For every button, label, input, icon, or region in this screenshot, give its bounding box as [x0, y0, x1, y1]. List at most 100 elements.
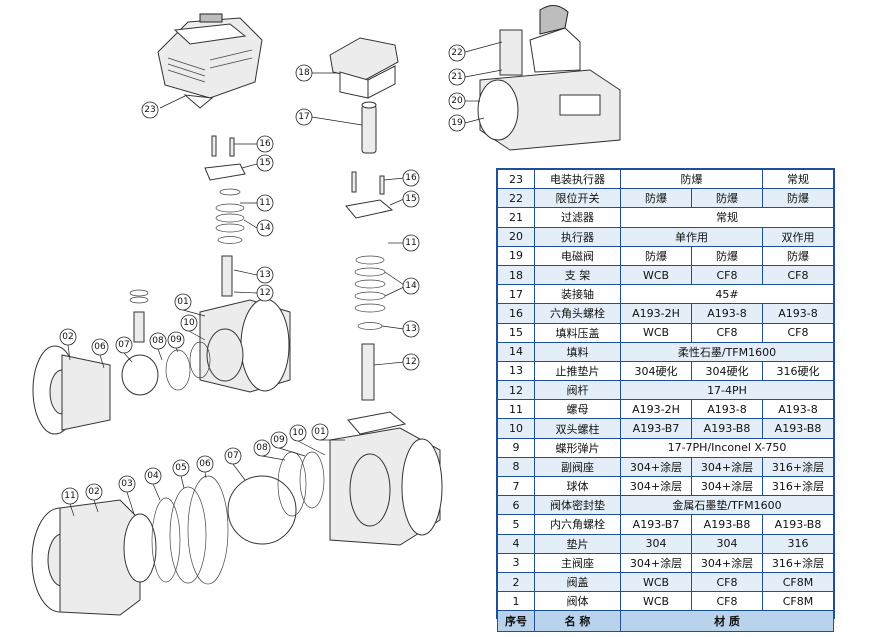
bom-cell-name: 主阀座	[534, 552, 621, 573]
callout-14-upper: 14	[243, 219, 274, 237]
bom-cell-number: 9	[497, 437, 535, 458]
bom-cell-material-1: 防爆	[620, 245, 692, 266]
svg-text:18: 18	[298, 68, 310, 78]
svg-text:14: 14	[259, 223, 271, 233]
bom-cell-number: 7	[497, 475, 535, 497]
bom-cell-name: 副阀座	[534, 456, 621, 478]
svg-text:12: 12	[259, 288, 270, 298]
bom-cell-number: 11	[497, 399, 535, 420]
callout-01-upper: 01	[174, 293, 206, 317]
bom-cell-number: 2	[497, 571, 535, 593]
callout-08-lower: 08	[253, 439, 286, 461]
bom-cell-number: 4	[497, 533, 535, 554]
svg-text:02: 02	[62, 332, 73, 342]
bom-cell-material-1: WCB	[620, 264, 692, 286]
bom-cell-number: 18	[497, 264, 535, 286]
callout-07-lower: 07	[224, 447, 246, 481]
svg-text:23: 23	[144, 105, 155, 115]
bom-cell-material-2: 304+涂层	[691, 456, 763, 478]
bom-cell-name: 阀体密封垫	[534, 495, 621, 516]
callout-07-upper: 07	[115, 336, 133, 363]
bom-cell-name: 阀体	[534, 591, 621, 612]
bom-cell-material-2: 防爆	[691, 245, 763, 266]
bom-cell-material-1: 304	[620, 533, 692, 554]
callout-19: 19	[448, 114, 485, 132]
svg-text:20: 20	[451, 96, 463, 106]
bom-cell-number: 19	[497, 245, 535, 266]
bom-cell-name: 蝶形弹片	[534, 437, 621, 458]
bom-cell-name: 阀盖	[534, 571, 621, 593]
bom-cell-material: 45#	[620, 284, 834, 305]
callout-06-upper: 06	[91, 338, 109, 369]
callout-11-right: 11	[388, 234, 420, 252]
svg-text:02: 02	[88, 487, 99, 497]
bom-cell-name: 双头螺柱	[534, 418, 621, 439]
svg-text:06: 06	[199, 459, 211, 469]
callout-15-right: 15	[389, 190, 420, 208]
callout-23: 23	[141, 95, 186, 119]
callout-09-upper: 09	[167, 331, 185, 353]
svg-text:21: 21	[451, 72, 462, 82]
bom-cell-name: 六角头螺栓	[534, 303, 621, 324]
bom-cell-material-1: A193-B7	[620, 418, 692, 439]
bom-cell-material-2: CF8	[691, 322, 763, 343]
bom-cell-material-3: 316+涂层	[762, 475, 834, 497]
bom-cell-material-1: WCB	[620, 322, 692, 343]
bom-cell-material-1: A193-2H	[620, 399, 692, 420]
bom-cell-material-3: CF8M	[762, 571, 834, 593]
svg-text:12: 12	[405, 357, 416, 367]
svg-text:13: 13	[259, 270, 270, 280]
bom-cell-name: 限位开关	[534, 188, 621, 209]
bom-cell-material-2: 304+涂层	[691, 552, 763, 573]
callout-20: 20	[448, 92, 480, 110]
callout-14-right: 14	[384, 271, 420, 297]
callout-17: 17	[295, 108, 363, 126]
bom-cell-material-1: 防爆	[620, 168, 763, 190]
bom-header-name: 名 称	[534, 610, 621, 633]
bom-cell-material-3: 常规	[762, 168, 834, 190]
valve-body-lower	[31, 411, 443, 616]
bom-cell-material-3: 316+涂层	[762, 552, 834, 573]
svg-text:16: 16	[259, 139, 271, 149]
bom-cell-material-1: 防爆	[620, 188, 692, 209]
callout-11-upper: 11	[240, 194, 274, 212]
callout-10-lower: 10	[289, 424, 326, 456]
bom-cell-name: 支 架	[534, 264, 621, 286]
bom-cell-material-2: A193-B8	[691, 418, 763, 439]
stem-parts-upper	[204, 135, 246, 297]
bom-cell-name: 止推垫片	[534, 360, 621, 382]
bom-cell-material-3: A193-8	[762, 399, 834, 420]
bom-cell-number: 13	[497, 360, 535, 382]
svg-text:10: 10	[292, 428, 304, 438]
stem-parts-right	[345, 171, 394, 401]
callout-02-lower: 02	[85, 483, 103, 513]
callout-06-lower: 06	[196, 455, 214, 479]
svg-text:15: 15	[405, 194, 416, 204]
callout-04-lower: 04	[144, 467, 162, 501]
bom-cell-name: 垫片	[534, 533, 621, 554]
svg-text:13: 13	[405, 324, 416, 334]
bom-cell-name: 螺母	[534, 399, 621, 420]
bom-cell-material-2: CF8	[691, 571, 763, 593]
bom-cell-name: 电磁阀	[534, 245, 621, 266]
bom-cell-number: 16	[497, 303, 535, 324]
svg-text:15: 15	[259, 158, 270, 168]
bom-cell-material: 常规	[620, 207, 834, 228]
bom-cell-material-2: 304	[691, 533, 763, 554]
bom-header-row: 序号名 称材 质	[497, 610, 834, 633]
